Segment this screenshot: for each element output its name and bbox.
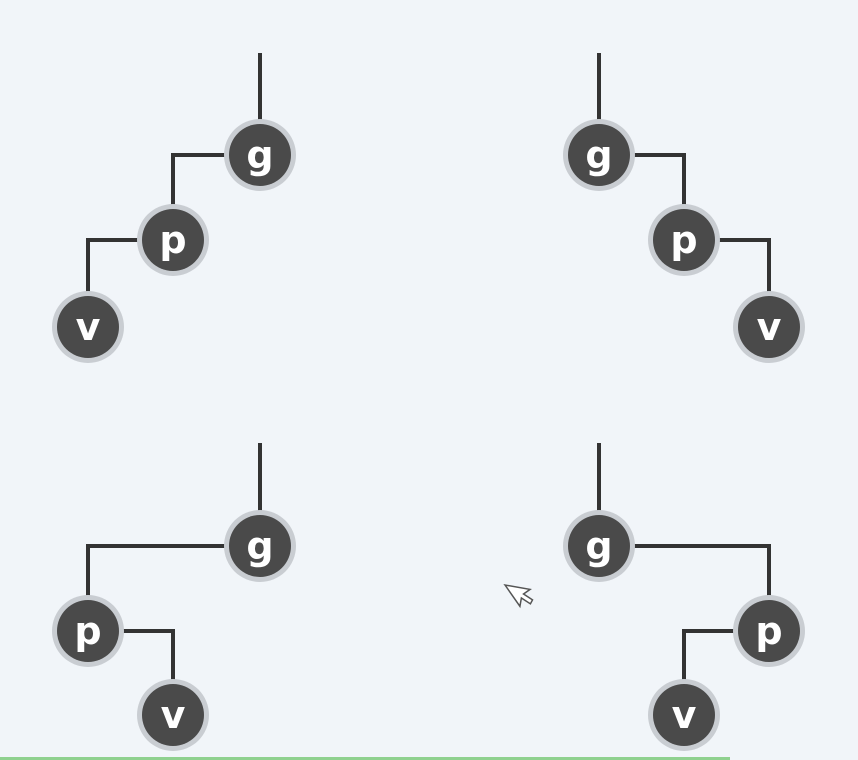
- node-v: v: [648, 679, 720, 751]
- node-label-p: p: [74, 609, 101, 653]
- node-g: g: [224, 510, 296, 582]
- node-label-v: v: [672, 693, 697, 737]
- config-left-left: g p v: [52, 53, 296, 363]
- edge-p-to-v: [717, 238, 771, 294]
- config-right-right: g p v: [563, 53, 805, 363]
- node-v: v: [137, 679, 209, 751]
- node-label-p: p: [670, 218, 697, 262]
- edge-p-to-v: [121, 629, 175, 682]
- node-label-g: g: [246, 133, 273, 177]
- node-label-v: v: [161, 693, 186, 737]
- node-v: v: [52, 291, 124, 363]
- node-p: p: [137, 204, 209, 276]
- edge-g-to-p: [632, 544, 771, 598]
- node-label-g: g: [585, 133, 612, 177]
- node-g: g: [563, 119, 635, 191]
- node-label-v: v: [757, 305, 782, 349]
- edge-g-to-p: [632, 153, 686, 207]
- node-p: p: [733, 595, 805, 667]
- node-v: v: [733, 291, 805, 363]
- node-g: g: [563, 510, 635, 582]
- node-label-p: p: [755, 609, 782, 653]
- edge-p-to-v: [682, 629, 736, 682]
- edge-g-to-p: [171, 153, 227, 207]
- mouse-pointer-icon: [503, 583, 534, 609]
- node-p: p: [52, 595, 124, 667]
- edge-p-to-v: [86, 238, 140, 294]
- node-label-g: g: [246, 524, 273, 568]
- bottom-progress-strip: [0, 757, 730, 760]
- node-label-p: p: [159, 218, 186, 262]
- node-label-v: v: [76, 305, 101, 349]
- node-p: p: [648, 204, 720, 276]
- config-left-right: g p v: [52, 443, 296, 751]
- config-right-left: g p v: [563, 443, 805, 751]
- edge-g-to-p: [86, 544, 227, 598]
- node-label-g: g: [585, 524, 612, 568]
- node-g: g: [224, 119, 296, 191]
